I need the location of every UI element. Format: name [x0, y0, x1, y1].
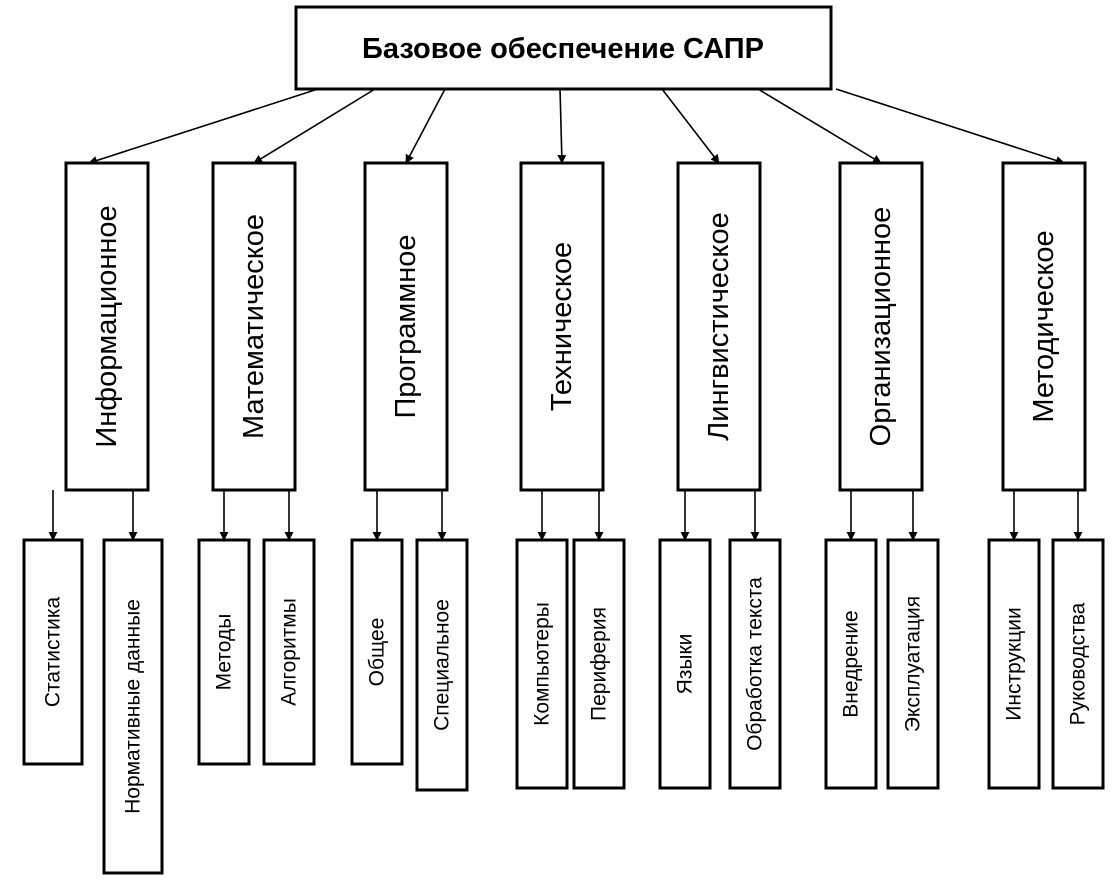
category-node: Программное	[363, 161, 449, 492]
subitem-node: Эксплуатация	[886, 538, 940, 790]
category-label: Организационное	[865, 207, 897, 447]
root-to-category-arrow	[253, 88, 376, 164]
subitem-box	[350, 538, 404, 766]
category-node: Техническое	[519, 161, 605, 492]
subitem-box	[1051, 538, 1105, 790]
subitem-label: Алгоритмы	[278, 598, 301, 706]
subitem-node: Внедрение	[824, 538, 878, 790]
category-node: Математическое	[211, 161, 297, 492]
root-to-category-arrow	[661, 88, 720, 164]
category-box	[519, 161, 605, 492]
category-label: Программное	[390, 234, 422, 418]
subitem-label: Методы	[213, 614, 236, 691]
subitem-box	[102, 538, 164, 875]
subitem-label: Периферия	[588, 607, 611, 721]
subitem-box	[415, 538, 469, 792]
subitem-nodes: Статистика Нормативные данные Методы Алгори…	[22, 490, 1105, 875]
category-label: Методическое	[1028, 230, 1060, 422]
category-box	[363, 161, 449, 492]
category-box	[1001, 161, 1087, 492]
subitem-box	[987, 538, 1041, 790]
subitem-box	[658, 538, 712, 790]
subitem-label: Эксплуатация	[902, 596, 925, 732]
category-box	[676, 161, 762, 492]
subitem-node: Руководства	[1051, 538, 1105, 790]
subitem-label: Компьютеры	[531, 602, 554, 726]
root-to-category-arrow	[405, 88, 446, 164]
category-node: Лингвистическое	[676, 161, 762, 492]
root-box	[294, 5, 833, 91]
root-to-category-arrow	[88, 88, 319, 165]
root-node: Базовое обеспечение САПР	[294, 5, 833, 91]
subitem-box	[515, 538, 569, 790]
subitem-box	[886, 538, 940, 790]
root-to-category-arrow	[557, 88, 567, 164]
subitem-box	[22, 538, 84, 766]
root-label: Базовое обеспечение САПР	[362, 33, 764, 65]
subitem-box	[262, 538, 316, 766]
subitem-box	[824, 538, 878, 790]
subitem-node: Языки	[658, 538, 712, 790]
category-label: Техническое	[546, 242, 578, 411]
subitem-label: Руководства	[1067, 602, 1090, 725]
subitem-node: Статистика	[22, 538, 84, 766]
category-nodes: Информационное Математическое Программное Т…	[64, 161, 1087, 492]
subitem-node: Обработка текста	[728, 538, 782, 790]
subitem-label: Общее	[366, 618, 389, 687]
subitem-label: Инструкции	[1003, 607, 1026, 720]
category-box	[838, 161, 924, 492]
root-connectors	[88, 88, 1065, 165]
category-node: Организационное	[838, 161, 924, 492]
subitem-box	[728, 538, 782, 790]
subitem-label: Нормативные данные	[122, 599, 145, 814]
category-node: Информационное	[64, 161, 150, 492]
subitem-node: Компьютеры	[515, 538, 569, 790]
subitem-node: Алгоритмы	[262, 538, 316, 766]
category-label: Лингвистическое	[703, 212, 735, 440]
subitem-node: Специальное	[415, 538, 469, 792]
subitem-label: Статистика	[42, 597, 65, 708]
subitem-box	[572, 538, 626, 790]
subitem-label: Обработка текста	[744, 577, 767, 751]
category-label: Информационное	[91, 205, 123, 447]
root-to-category-arrow	[757, 88, 882, 164]
category-label: Математическое	[238, 214, 270, 439]
category-box	[211, 161, 297, 492]
category-box	[64, 161, 150, 492]
subitem-label: Языки	[674, 634, 697, 695]
subitem-box	[197, 538, 251, 766]
subitem-node: Нормативные данные	[102, 538, 164, 875]
category-node: Методическое	[1001, 161, 1087, 492]
subitem-label: Внедрение	[840, 610, 863, 717]
subitem-label: Специальное	[431, 599, 454, 731]
root-to-category-arrow	[835, 88, 1065, 165]
subitem-node: Инструкции	[987, 538, 1041, 790]
subitem-node: Методы	[197, 538, 251, 766]
subitem-node: Периферия	[572, 538, 626, 790]
subitem-node: Общее	[350, 538, 404, 766]
